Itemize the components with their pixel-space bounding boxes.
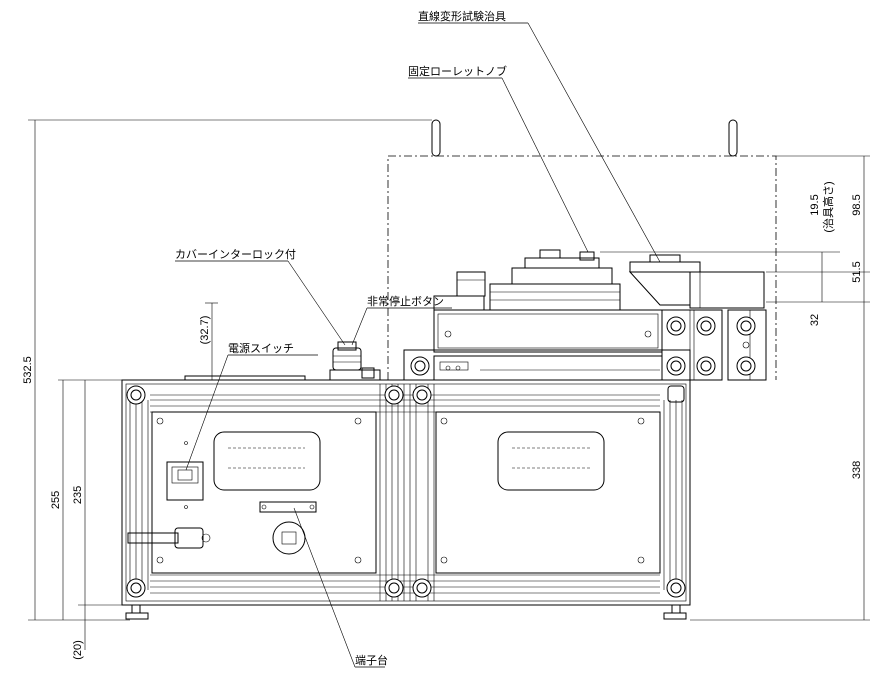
dim-jig-height: (治具高さ) [821,181,835,232]
cable-gland [127,527,211,549]
dim-19-5: 19.5 [809,194,821,215]
base-top-plate [184,369,381,381]
dimension-text: 532.5 255 235 (20) (32.7) 19.5 (治具高さ) 98… [22,181,863,659]
cover-envelope [387,119,777,380]
upper-bolts [410,316,756,376]
dim-32: 32 [809,314,821,326]
dim-235: 235 [72,486,84,504]
feet [125,604,687,620]
label-cover: カバーインターロック付 [175,248,296,261]
label-terminal: 端子台 [355,653,388,667]
base-frame [121,379,691,606]
test-jig [489,249,765,311]
dimension-lines [28,119,870,650]
terminal-block [259,501,317,555]
dim-51-5: 51.5 [851,261,863,282]
left-panel [151,411,377,574]
power-switch [166,441,204,509]
dim-532-5: 532.5 [22,356,34,384]
right-panel [435,411,661,574]
emergency-stop [433,271,486,311]
label-estop: 非常停止ボタン [367,294,444,308]
cover-interlock [332,341,375,379]
label-jig: 直線変形試験治具 [418,9,506,23]
dim-98-5: 98.5 [851,194,863,215]
dim-338: 338 [851,461,863,479]
dim-255: 255 [50,491,62,509]
label-knob: 固定ローレットノブ [408,64,507,78]
dim-32-7: (32.7) [199,316,211,345]
dim-20: (20) [72,640,84,660]
callouts: 直線変形試験治具 固定ローレットノブ カバーインターロック付 非常停止ボタン 電… [175,9,661,668]
base-bolts [126,385,686,598]
label-power: 電源スイッチ [228,341,294,355]
